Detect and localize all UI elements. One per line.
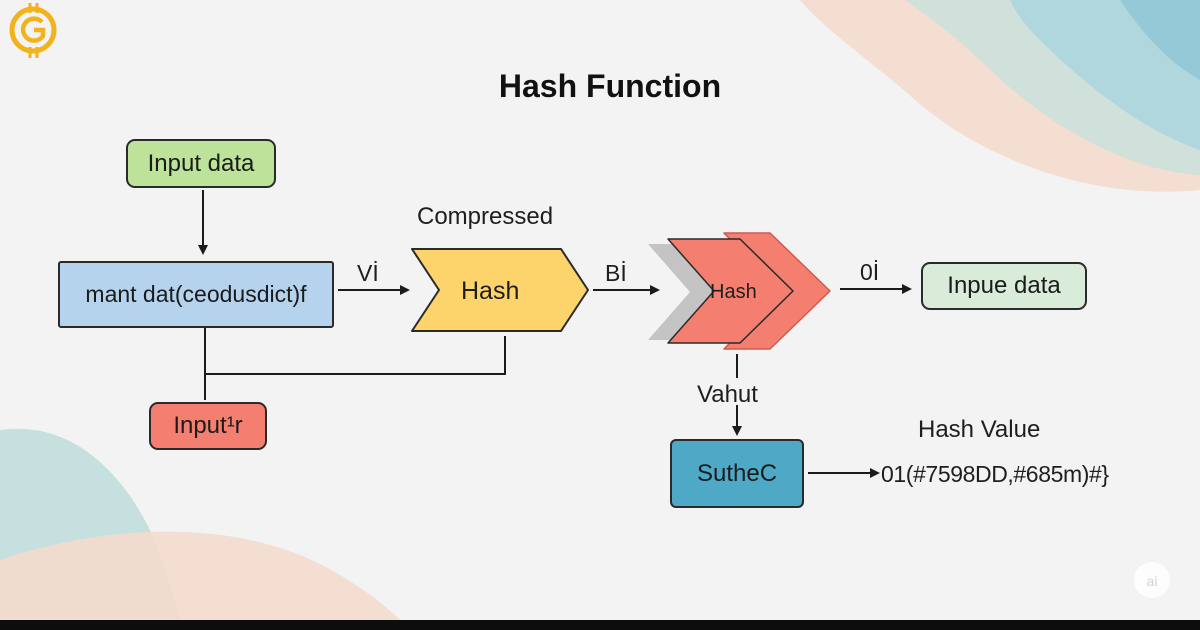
feedback-connector	[204, 328, 506, 375]
gold-coin-logo-icon	[9, 3, 57, 58]
hash-yellow-shape	[411, 248, 589, 332]
hash-value-heading: Hash Value	[918, 416, 1041, 443]
hash-value-text: 01(#7598DD,#685m)#}	[881, 461, 1109, 487]
suthec-node: SutheC	[670, 439, 804, 508]
watermark-icon: ai	[1134, 562, 1170, 598]
hash-red-label: Hash	[710, 281, 757, 303]
hash-yellow-label: Hash	[461, 277, 520, 305]
compressed-label: Compressed	[417, 203, 554, 230]
input-r-node: Input¹r	[149, 402, 267, 450]
main-data-node: mant dat(ceodusdict)f	[58, 261, 334, 328]
diagram-title: Hash Function	[498, 68, 722, 104]
output-data-node: Inpue data	[921, 262, 1087, 310]
bi-label: Bİ	[605, 260, 627, 286]
vahut-label: Vahut	[697, 381, 758, 408]
svg-text:ai: ai	[1147, 573, 1158, 589]
bottom-bar	[0, 620, 1200, 630]
input-data-node: Input data	[126, 139, 276, 188]
hash-red-shape	[648, 232, 831, 350]
vi-label: Vİ	[357, 260, 379, 286]
connectors	[198, 190, 912, 478]
oi-label: 0İ	[860, 259, 880, 285]
